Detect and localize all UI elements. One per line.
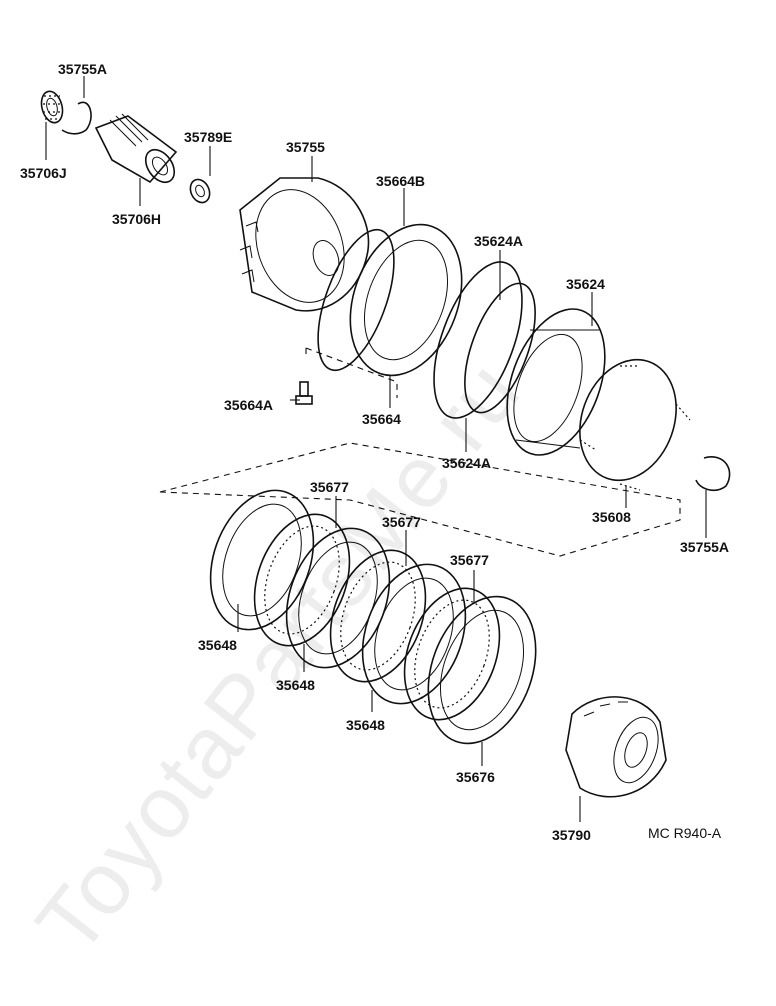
- label-35624A-top: 35624A: [474, 233, 523, 249]
- clutch-drum-35755: [239, 177, 370, 312]
- leader-lines: [45, 76, 707, 822]
- o-ring-35624A-inner: [464, 282, 536, 414]
- label-35664: 35664: [362, 411, 401, 427]
- label-35648-1: 35648: [198, 637, 237, 653]
- label-35755A-bottom: 35755A: [680, 539, 729, 555]
- label-35624A-bottom: 35624A: [442, 455, 491, 471]
- label-35677-3: 35677: [450, 552, 489, 568]
- label-35664B: 35664B: [376, 173, 425, 189]
- snap-ring-35755A-bottom: [695, 456, 731, 492]
- label-35755: 35755: [286, 139, 325, 155]
- ring-35664: [349, 223, 463, 377]
- clutch-plate-35648-1: [209, 489, 315, 631]
- label-35676: 35676: [456, 769, 495, 785]
- label-35677-2: 35677: [382, 514, 421, 530]
- clutch-plate-35648-3: [361, 563, 467, 705]
- label-35755A-top: 35755A: [58, 61, 107, 77]
- watermark-text: ToyotaPartsMe.ru: [17, 342, 539, 972]
- label-35624: 35624: [566, 276, 605, 292]
- label-35648-3: 35648: [346, 717, 385, 733]
- snap-ring-35755A-top: [61, 101, 92, 135]
- bearing-35706J: [40, 90, 64, 124]
- label-35706H: 35706H: [112, 211, 161, 227]
- bolt-35664A: [295, 381, 313, 405]
- label-35790: 35790: [552, 827, 591, 843]
- watermark: ToyotaPartsMe.ru: [17, 342, 539, 972]
- o-ring-35624A-outer: [433, 261, 523, 419]
- label-35648-2: 35648: [276, 677, 315, 693]
- label-35677-1: 35677: [310, 479, 349, 495]
- assembly-outline-upper: [305, 347, 398, 398]
- clutch-disc-35677-2: [329, 549, 427, 683]
- flange-35676: [427, 595, 537, 745]
- assembly-outline-lower: [159, 442, 681, 557]
- snap-ring-35664B: [317, 228, 395, 372]
- label-35789E: 35789E: [184, 129, 232, 145]
- hub-35790: [565, 696, 667, 798]
- piston-35624: [506, 308, 606, 456]
- clutch-disc-35677-1: [253, 513, 351, 647]
- label-35664A: 35664A: [224, 397, 273, 413]
- reference-code: MC R940-A: [648, 825, 722, 841]
- washer-35789E: [189, 178, 211, 204]
- label-35706J: 35706J: [20, 165, 67, 181]
- clutch-disc-35677-3: [403, 587, 501, 721]
- spring-retainer-35608: [579, 358, 691, 491]
- label-35608: 35608: [592, 509, 631, 525]
- sleeve-35706H: [94, 113, 178, 184]
